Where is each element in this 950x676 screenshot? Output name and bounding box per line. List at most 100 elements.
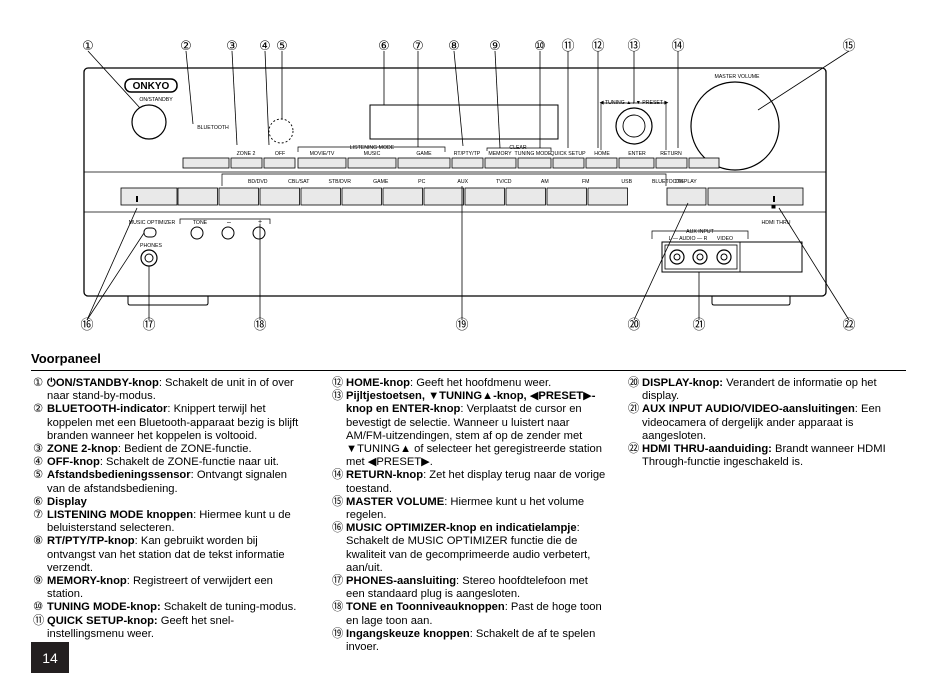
callout-3: ③ bbox=[226, 38, 238, 53]
music-optimizer-button[interactable] bbox=[143, 227, 157, 238]
quick-setup-button[interactable] bbox=[552, 157, 585, 169]
callout-11: ⑪ bbox=[561, 38, 574, 53]
master-volume-label: MASTER VOLUME bbox=[715, 74, 761, 80]
callout-15: ⑮ bbox=[842, 38, 855, 53]
callout-22: ㉒ bbox=[842, 317, 855, 332]
front-display bbox=[369, 104, 559, 140]
rt-pty-tp-button[interactable] bbox=[451, 157, 484, 169]
aux-input-panel bbox=[661, 241, 803, 273]
front-panel-diagram: ① ② ③ ④ ⑤ ⑥ ⑦ ⑧ ⑨ ⑩ ⑪ ⑫ ⑬ ⑭ ⑮ ⑯ ⑰ ⑱ ⑲ ⑳ … bbox=[80, 38, 855, 332]
aux-video-jack bbox=[716, 249, 732, 265]
callout-2: ② bbox=[180, 38, 192, 53]
item-number: ㉑ bbox=[628, 403, 640, 416]
off-label: OFF bbox=[275, 151, 285, 157]
callout-10: ⑩ bbox=[534, 38, 546, 53]
tone-plus-button[interactable] bbox=[252, 226, 266, 240]
phones-jack bbox=[140, 249, 158, 267]
tone-plus-label: + bbox=[258, 219, 262, 226]
input-button-game[interactable] bbox=[300, 187, 341, 206]
item-number: ⑫ bbox=[332, 377, 344, 389]
phones-label: PHONES bbox=[140, 243, 162, 249]
tuning-mode-label: TUNING MODE bbox=[515, 151, 552, 157]
home-button[interactable] bbox=[585, 157, 618, 169]
section-divider bbox=[31, 370, 906, 371]
input-button-am[interactable] bbox=[464, 187, 505, 206]
input-label-bluetooth: BLUETOOTH bbox=[652, 179, 684, 185]
item-text: HOME-knop: Geeft het hoofdmenu weer. bbox=[346, 377, 552, 389]
item-number: ② bbox=[33, 403, 44, 416]
item-number: ⑬ bbox=[332, 390, 344, 403]
callout-6: ⑥ bbox=[378, 38, 390, 53]
display-button-label: DISPLAY bbox=[675, 179, 697, 185]
onkyo-logo: ONKYO bbox=[133, 81, 170, 92]
aux-input-label: AUX INPUT bbox=[686, 229, 715, 235]
game-button[interactable] bbox=[397, 157, 451, 169]
input-button-bluetooth[interactable] bbox=[587, 187, 628, 206]
aux-audio-left-jack bbox=[669, 249, 685, 265]
input-button-pc[interactable] bbox=[341, 187, 382, 206]
listening-mode-label: LISTENING MODE bbox=[350, 145, 395, 151]
callout-17: ⑰ bbox=[142, 317, 155, 332]
display-button[interactable] bbox=[666, 187, 707, 206]
memory-button[interactable] bbox=[484, 157, 517, 169]
input-button-aux[interactable] bbox=[382, 187, 423, 206]
input-button-fm[interactable] bbox=[505, 187, 546, 206]
item-number: ㉒ bbox=[628, 443, 640, 456]
item-text: OFF-knop: Schakelt de ZONE-functie naar … bbox=[47, 456, 279, 469]
zone2-button[interactable] bbox=[230, 157, 263, 169]
input-row-left-panel bbox=[120, 187, 178, 206]
item-number: ③ bbox=[33, 443, 44, 456]
on-standby-button[interactable] bbox=[131, 104, 167, 140]
hdmi-thru-label: HDMI THRU bbox=[761, 220, 790, 226]
description-item: ①⏻ON/STANDBY-knop: Schakelt de unit in o… bbox=[33, 377, 308, 403]
item-text: TUNING MODE-knop: Schakelt de tuning-mod… bbox=[47, 601, 297, 614]
item-text: Ingangskeuze knoppen: Schakelt de af te … bbox=[346, 627, 596, 654]
input-label-usb: USB bbox=[621, 179, 632, 185]
input-button-tv-cd[interactable] bbox=[423, 187, 464, 206]
item-text: MEMORY-knop: Registreert of verwijdert e… bbox=[47, 575, 273, 601]
navigation-ring[interactable] bbox=[615, 107, 653, 145]
aux-audio-label: L — AUDIO — R bbox=[669, 236, 708, 242]
extra-button[interactable] bbox=[688, 157, 720, 169]
enter-label: ENTER bbox=[628, 151, 646, 157]
off-button[interactable] bbox=[263, 157, 296, 169]
input-button-usb[interactable] bbox=[546, 187, 587, 206]
item-number: ⑭ bbox=[332, 469, 344, 482]
input-button-bd-dvd[interactable] bbox=[177, 187, 218, 206]
input-button-stb-dvr[interactable] bbox=[259, 187, 300, 206]
item-text: Display bbox=[47, 495, 87, 508]
item-text: Pijltjestoetsen, ▼TUNING▲-knop, ◀PRESET▶… bbox=[346, 390, 602, 469]
item-number: ⑥ bbox=[33, 495, 44, 508]
callout-5: ⑤ bbox=[276, 38, 288, 53]
enter-button[interactable] bbox=[618, 157, 655, 169]
zone-select-button[interactable] bbox=[182, 157, 230, 169]
item-text: LISTENING MODE knoppen: Hiermee kunt u d… bbox=[47, 509, 291, 535]
movie-tv-button[interactable] bbox=[297, 157, 347, 169]
item-number: ⑮ bbox=[332, 495, 344, 508]
master-volume-knob[interactable] bbox=[690, 81, 780, 171]
tone-button[interactable] bbox=[190, 226, 204, 240]
memory-label: MEMORY bbox=[488, 151, 512, 157]
callout-21: ㉑ bbox=[692, 317, 705, 332]
item-number: ⑰ bbox=[332, 575, 344, 588]
tone-minus-button[interactable] bbox=[221, 226, 235, 240]
callout-9: ⑨ bbox=[489, 38, 501, 53]
item-text: DISPLAY-knop: Verandert de informatie op… bbox=[642, 377, 877, 403]
input-button-cbl-sat[interactable] bbox=[218, 187, 259, 206]
tuning-mode-button[interactable] bbox=[517, 157, 552, 169]
return-button[interactable] bbox=[655, 157, 688, 169]
item-text: ⏻ON/STANDBY-knop: Schakelt de unit in of… bbox=[47, 377, 294, 403]
item-text: MASTER VOLUME: Hiermee kunt u het volume… bbox=[346, 495, 585, 522]
music-button[interactable] bbox=[347, 157, 397, 169]
bluetooth-indicator-label: BLUETOOTH bbox=[197, 125, 229, 131]
